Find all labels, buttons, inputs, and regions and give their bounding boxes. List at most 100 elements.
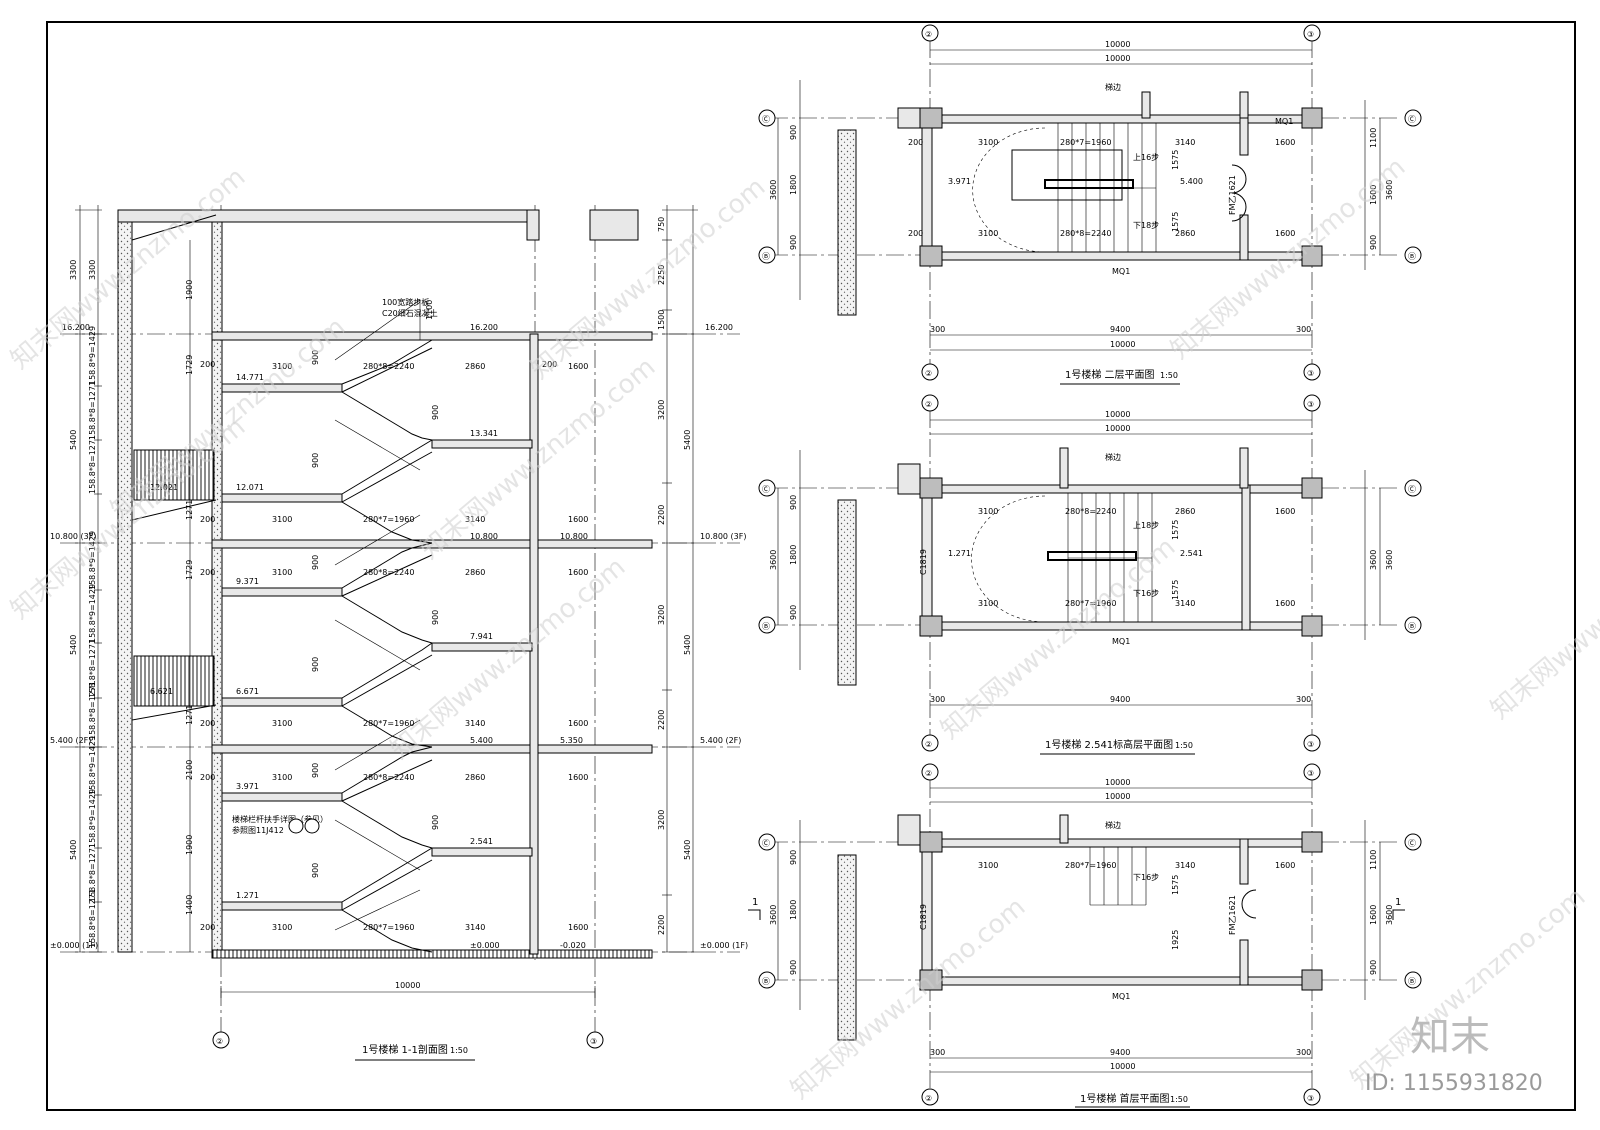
misc-dim: 1100 xyxy=(425,300,434,320)
run-dim: 3100 xyxy=(272,923,292,932)
plan1f-window: C1819 xyxy=(919,904,928,930)
plan2f-scale: 1:50 xyxy=(1160,371,1178,380)
dim-left-inner: 158.8*8=1271 xyxy=(88,843,97,902)
elev-left-16200: 16.200 xyxy=(62,323,90,332)
planmid-axis: ③ xyxy=(1307,400,1314,409)
watermark-text: 知末网www.znzmo.com xyxy=(1345,882,1591,1095)
plan1f-dim: 1800 xyxy=(789,900,798,920)
plan1f-label: 280*7=1960 xyxy=(1065,861,1116,870)
plan2f-label: 2860 xyxy=(1175,229,1195,238)
plan2f-label: 3100 xyxy=(978,229,998,238)
section-note: 参照图11J412 xyxy=(232,825,284,835)
dim-left-outer: 5400 xyxy=(69,430,78,450)
plan1f-dim: 10000 xyxy=(1105,778,1130,787)
plan2f-label: 200 xyxy=(908,138,923,147)
planmid-dim: 10000 xyxy=(1105,424,1130,433)
misc-dim: 1729 xyxy=(185,560,194,580)
plan1f-dim: 1100 xyxy=(1369,850,1378,870)
plan1f-axis: Ⓒ xyxy=(1408,839,1416,848)
plan2f-axis: Ⓒ xyxy=(1408,115,1416,124)
plan2f-dim: 1800 xyxy=(789,175,798,195)
plan-2f: 10000 10000 梯边 200 3100 280*7=1960 3140 … xyxy=(758,24,1422,385)
planmid-label: 280*7=1960 xyxy=(1065,599,1116,608)
run-dim: 3100 xyxy=(272,773,292,782)
plan2f-axis: ② xyxy=(925,30,932,39)
elev-left-0: ±0.000 (1F) xyxy=(50,941,98,950)
dim-right-inner: 1500 xyxy=(657,310,666,330)
dim-left-inner: 158.8*8=1271 xyxy=(88,381,97,440)
misc-dim: 200 xyxy=(200,773,215,782)
section-mark-right: 1 xyxy=(1395,897,1401,908)
dim-left-outer: 5400 xyxy=(69,635,78,655)
plan2f-label: 上16步 xyxy=(1133,153,1159,162)
dim-right-outer: 5400 xyxy=(683,430,692,450)
plan1f-axis: ③ xyxy=(1307,769,1314,778)
misc-dim: 2100 xyxy=(185,760,194,780)
run-dim: 3100 xyxy=(272,719,292,728)
plan2f-axis: ③ xyxy=(1307,369,1314,378)
plan2f-axis: Ⓑ xyxy=(1408,252,1416,261)
run-dim: 280*7=1960 xyxy=(363,515,414,524)
plan2f-label: 下18步 xyxy=(1133,221,1159,230)
dim-left-inner: 158.8*9=1429 xyxy=(88,789,97,848)
plan2f-dim: 900 xyxy=(1369,235,1378,250)
planmid-title: 1号楼梯 2.541标高层平面图 xyxy=(1045,738,1173,751)
planmid-label: 3100 xyxy=(978,507,998,516)
planmid-dim: 3600 xyxy=(1385,550,1394,570)
run-dim: 3100 xyxy=(272,515,292,524)
run-dim: 280*8=2240 xyxy=(363,362,414,371)
dim-left-inner: 158.8*9=1429 xyxy=(88,736,97,795)
dim-left-inner: 158.8*9=1429 xyxy=(88,584,97,643)
misc-dim: 900 xyxy=(431,405,440,420)
misc-dim: 900 xyxy=(431,610,440,625)
planmid-dim: 300 xyxy=(1296,695,1311,704)
run-dim: 1600 xyxy=(568,719,588,728)
run-dim: 1600 xyxy=(568,773,588,782)
misc-dim: 200 xyxy=(200,360,215,369)
plan-1f: 10000 10000 梯边 3100 280*7=1960 3140 1600… xyxy=(748,763,1422,1108)
misc-dim: 900 xyxy=(431,815,440,830)
plan1f-axis: ② xyxy=(925,1094,932,1103)
misc-dim: 900 xyxy=(311,763,320,778)
section-note: 楼梯栏杆扶手详图（参见） xyxy=(232,814,328,824)
plan2f-axis: ③ xyxy=(1307,30,1314,39)
plan1f-mq: MQ1 xyxy=(1112,992,1130,1001)
planmid-axis: Ⓑ xyxy=(762,622,770,631)
section-text: ② ③ 10000 16.200 10.800 (3F) 5.400 (2F) … xyxy=(50,217,748,1061)
dim-right-inner: 2200 xyxy=(657,710,666,730)
watermark-id: ID: 1155931820 xyxy=(1365,1071,1543,1096)
dim-left-inner: 158.8*9=1429 xyxy=(88,531,97,590)
planmid-axis: ② xyxy=(925,740,932,749)
run-dim: 3140 xyxy=(465,515,485,524)
plan2f-label: 1575 xyxy=(1171,150,1180,170)
plan2f-dim: 10000 xyxy=(1110,340,1135,349)
plan1f-dim: 10000 xyxy=(1110,1062,1135,1071)
plan1f-axis: Ⓑ xyxy=(1408,977,1416,986)
run-dim: 1600 xyxy=(568,568,588,577)
landing-elev: 7.941 xyxy=(470,632,493,641)
section-title: 1号楼梯 1-1剖面图 xyxy=(362,1043,448,1056)
dim-left-inner: 158.8*8=1271 xyxy=(88,889,97,948)
planmid-axis: ② xyxy=(925,400,932,409)
plan2f-label: 3140 xyxy=(1175,138,1195,147)
watermark-text: 知末网www.znzmo.com xyxy=(785,892,1031,1105)
landing-elev: 9.371 xyxy=(236,577,259,586)
planmid-mq: MQ1 xyxy=(1112,637,1130,646)
run-dim: 3100 xyxy=(272,362,292,371)
run-dim: 1600 xyxy=(568,362,588,371)
misc-dim: 900 xyxy=(311,657,320,672)
plan1f-label: 梯边 xyxy=(1105,820,1121,830)
section-note: C20细石混凝土 xyxy=(382,308,438,318)
landing-elev: 6.671 xyxy=(236,687,259,696)
dim-right-inner: 750 xyxy=(657,217,666,232)
planmid-dim: 900 xyxy=(789,605,798,620)
misc-dim: 200 xyxy=(200,515,215,524)
planmid-dim: 300 xyxy=(930,695,945,704)
misc-dim: 1900 xyxy=(185,835,194,855)
plan2f-dim: 9400 xyxy=(1110,325,1130,334)
misc-dim: 900 xyxy=(311,453,320,468)
plan1f-door: FM乙1621 xyxy=(1228,895,1237,935)
plan2f-dim: 10000 xyxy=(1105,40,1130,49)
plan2f-dim: 1100 xyxy=(1369,128,1378,148)
elev-left-5400: 5.400 (2F) xyxy=(50,736,91,745)
